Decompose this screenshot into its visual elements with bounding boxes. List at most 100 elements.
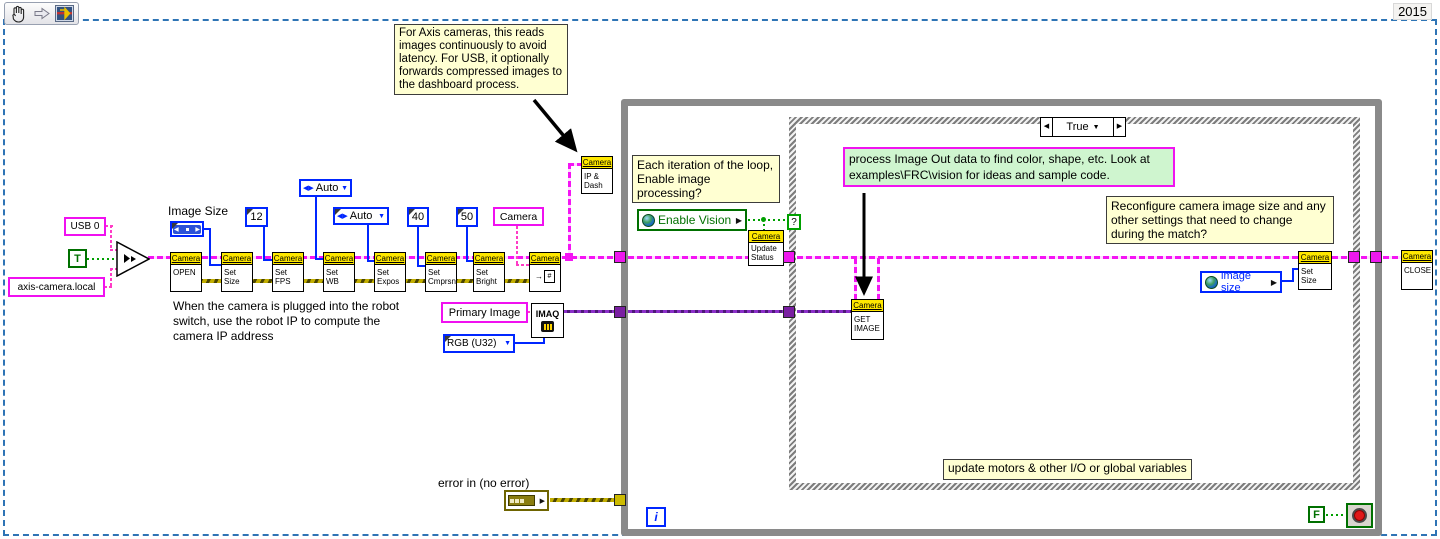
case-dropdown-icon[interactable]: ▼: [1092, 123, 1100, 131]
case-next-icon[interactable]: ▶: [1113, 118, 1125, 136]
camera-wire-to-close: [1383, 256, 1401, 259]
exposure-ring[interactable]: ◀▶ Auto ▼: [333, 207, 389, 225]
wire-imgsize-ctl-1: [1280, 280, 1294, 282]
ring-arrows-icon[interactable]: ◀▶: [303, 185, 314, 192]
loop-stop-terminal[interactable]: [1346, 503, 1373, 528]
wire-fps-2: [263, 259, 272, 261]
fps-constant[interactable]: 12: [245, 207, 268, 227]
wire-imagesize-2: [209, 228, 211, 266]
camera-wire-getimage-1: [854, 258, 857, 299]
datatype-corner-icon: [172, 223, 178, 229]
usb-string-constant[interactable]: USB 0: [64, 217, 106, 236]
camera-url-constant[interactable]: axis-camera.local: [8, 277, 105, 297]
wire-usb-1: [105, 225, 113, 227]
comment-each-iteration: Each iteration of the loop, Enable image…: [632, 155, 780, 203]
wire-enable-vision: [733, 219, 787, 221]
tunnel-camera-case-out[interactable]: [1348, 251, 1360, 263]
wire-stop: [1326, 514, 1346, 516]
tunnel-image-loop-in[interactable]: [614, 306, 626, 318]
camera-wire-case: [797, 256, 1300, 259]
image-size-control[interactable]: image size ▶: [1200, 270, 1282, 294]
case-prev-icon[interactable]: ◀: [1041, 118, 1053, 136]
dropdown-icon[interactable]: ▼: [504, 340, 511, 347]
camera-wire-getimage-2: [877, 258, 880, 299]
file-doc-icon: #: [544, 269, 555, 283]
tunnel-camera-loop-out[interactable]: [1370, 251, 1382, 263]
brightness-constant[interactable]: 50: [456, 207, 478, 227]
wire-url-3: [110, 268, 119, 270]
wire-enable-vision-branch: [763, 219, 765, 232]
camera-wire-ipdash-v: [568, 163, 571, 258]
vi-camera-ip-dash[interactable]: Camera IP &Dash: [581, 156, 613, 194]
imaq-chip-icon: [541, 321, 554, 332]
wire-expos-1: [367, 225, 369, 262]
loop-iteration-terminal[interactable]: i: [646, 507, 666, 527]
error-wire-chain: [180, 279, 561, 283]
vi-camera-save-image[interactable]: Camera → #: [529, 252, 561, 292]
image-wire-2: [628, 310, 784, 313]
image-name-constant[interactable]: Primary Image: [441, 302, 528, 323]
wire-url-2: [110, 268, 112, 288]
vi-imaq-create[interactable]: IMAQ: [531, 303, 564, 338]
globe-icon: [1205, 275, 1218, 289]
dropdown-icon[interactable]: ▼: [378, 212, 385, 220]
comment-robot-ip: When the camera is plugged into the robo…: [173, 299, 400, 343]
wire-imagesize-1: [203, 228, 211, 230]
vi-camera-close[interactable]: Camera CLOSE: [1401, 250, 1433, 290]
wire-usb-2: [110, 225, 112, 251]
save-arrow-icon: →: [535, 271, 543, 281]
error-in-control[interactable]: ▶: [504, 490, 549, 511]
wire-expos-2: [367, 260, 375, 262]
select-node[interactable]: [116, 241, 150, 277]
pixel-format-ring[interactable]: RGB (U32) ▼: [443, 334, 515, 353]
comment-reconfigure: Reconfigure camera image size and any ot…: [1106, 196, 1334, 244]
white-balance-ring[interactable]: ◀▶ Auto ▼: [299, 179, 352, 197]
output-arrow-icon: ▶: [735, 215, 742, 225]
wire-rgb-2: [543, 337, 545, 344]
tunnel-camera-loop-in[interactable]: [614, 251, 626, 263]
wire-junction: [565, 253, 573, 261]
camera-wire-ipdash-h: [568, 163, 581, 166]
ring-arrows-icon[interactable]: ◀▶: [337, 213, 348, 220]
comment-axis-cameras: For Axis cameras, this reads images cont…: [394, 24, 568, 95]
dropdown-icon[interactable]: ▼: [341, 184, 348, 192]
tunnel-error-loop-in[interactable]: [614, 494, 626, 506]
wire-cmprsn-2: [417, 265, 426, 267]
compression-constant[interactable]: 40: [407, 207, 429, 227]
wire-true-const: [87, 258, 117, 260]
vi-run-icon[interactable]: [55, 5, 74, 22]
vi-camera-open[interactable]: Camera OPEN: [170, 252, 202, 292]
wire-cmprsn-1: [417, 227, 419, 267]
wire-primary-image: [527, 311, 532, 313]
false-constant[interactable]: F: [1308, 506, 1325, 523]
camera-wire-out1: [1332, 256, 1350, 259]
image-size-ring[interactable]: ◀ ▶: [170, 221, 204, 237]
camera-name-constant[interactable]: Camera: [493, 207, 544, 226]
case-selector[interactable]: ◀ True ▼ ▶: [1040, 117, 1126, 137]
hand-tool-icon[interactable]: [9, 4, 29, 23]
enable-vision-control[interactable]: Enable Vision ▶: [637, 209, 747, 231]
wire-url-1: [104, 286, 112, 288]
case-selector-terminal[interactable]: ?: [787, 214, 801, 230]
increment-decrement-icon[interactable]: ◀ ▶: [173, 224, 201, 234]
window-toolbar: [4, 2, 79, 25]
forward-arrow-icon[interactable]: [32, 4, 52, 23]
globe-icon: [642, 213, 655, 227]
wire-imagesize-3: [209, 264, 221, 266]
true-constant[interactable]: T: [68, 249, 87, 268]
tunnel-camera-case-in[interactable]: [783, 251, 795, 263]
output-arrow-icon: ▶: [1270, 277, 1277, 287]
error-wire-in: [550, 498, 614, 502]
wire-imgsize-ctl-3: [1292, 268, 1300, 270]
tunnel-image-case-in[interactable]: [783, 306, 795, 318]
